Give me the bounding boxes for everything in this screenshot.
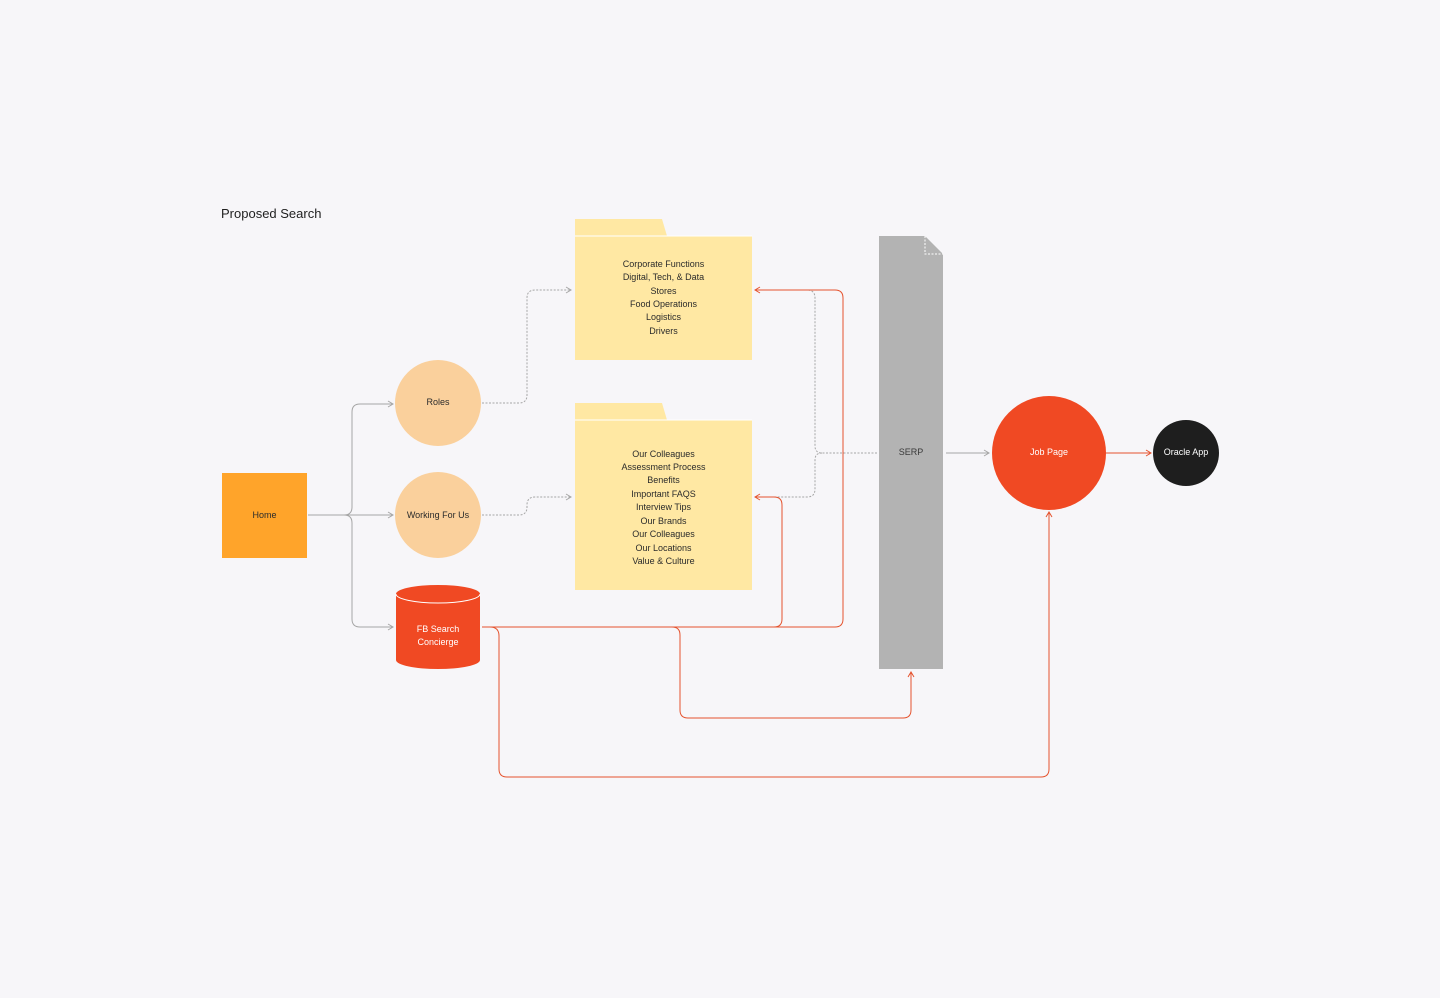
job-page-node bbox=[992, 396, 1106, 510]
roles-label: Roles bbox=[426, 397, 450, 408]
working-folder-item: Interview Tips bbox=[635, 502, 692, 513]
connector-home-fb bbox=[343, 514, 394, 631]
working-folder-item: Assessment Process bbox=[621, 462, 706, 473]
roles-folder-item: Logistics bbox=[645, 312, 681, 323]
roles-folder bbox=[575, 219, 752, 360]
fb-search-concierge-node bbox=[395, 585, 481, 669]
roles-folder-item: Corporate Functions bbox=[622, 258, 705, 269]
serp-label: SERP bbox=[898, 447, 924, 458]
roles-folder-list: Corporate Functions Digital, Tech, & Dat… bbox=[575, 236, 752, 360]
roles-folder-item: Drivers bbox=[649, 325, 678, 336]
connector-fb-serp bbox=[671, 626, 915, 719]
diagram-title: Proposed Search bbox=[221, 206, 322, 221]
connector-serp-working bbox=[755, 452, 823, 498]
working-for-us-label: Working For Us bbox=[406, 510, 470, 521]
working-folder bbox=[575, 403, 752, 590]
working-folder-item: Our Locations bbox=[635, 542, 692, 553]
working-folder-item: Our Brands bbox=[640, 515, 687, 526]
working-folder-item: Our Colleagues bbox=[632, 529, 695, 540]
oracle-app-label: Oracle App bbox=[1163, 447, 1209, 458]
job-page-label: Job Page bbox=[1029, 447, 1069, 458]
roles-node bbox=[395, 360, 481, 446]
oracle-app-node bbox=[1153, 420, 1219, 486]
roles-folder-item: Digital, Tech, & Data bbox=[622, 272, 705, 283]
working-folder-item: Value & Culture bbox=[632, 555, 695, 566]
working-for-us-node bbox=[395, 472, 481, 558]
working-folder-list: Our Colleagues Assessment Process Benefi… bbox=[575, 420, 752, 596]
roles-folder-item: Food Operations bbox=[629, 299, 698, 309]
fb-search-concierge-label: FB Search Concierge bbox=[416, 623, 460, 647]
connector-roles-folder bbox=[482, 286, 572, 404]
roles-folder-item: Stores bbox=[650, 285, 677, 296]
home-node bbox=[222, 473, 307, 558]
connector-fb-working-folder bbox=[754, 493, 783, 628]
home-label: Home bbox=[252, 509, 277, 520]
working-folder-item: Benefits bbox=[647, 475, 680, 486]
connector-fb-roles-folder bbox=[482, 286, 844, 628]
connector-home-roles bbox=[308, 400, 394, 516]
working-folder-item: Our Colleagues bbox=[632, 448, 695, 459]
serp-node bbox=[879, 236, 943, 669]
connector-fb-jobpage bbox=[489, 511, 1053, 778]
working-folder-item: Important FAQS bbox=[631, 488, 696, 499]
connector-working-folder bbox=[482, 493, 572, 516]
connector-serp-folders bbox=[755, 289, 877, 454]
